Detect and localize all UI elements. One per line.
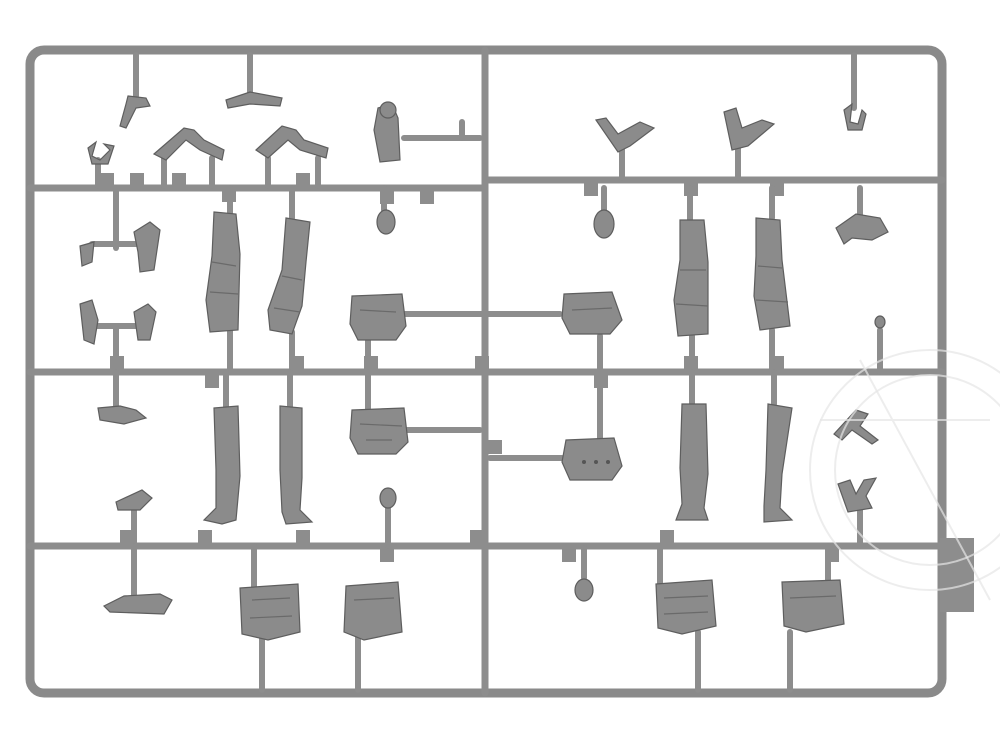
part-torso-lower-right-2 bbox=[487, 369, 623, 481]
part-head-2 bbox=[593, 185, 615, 239]
watermark-overlay bbox=[809, 349, 1000, 601]
part-leg-upper-right-2 bbox=[753, 185, 791, 375]
part-head-3 bbox=[379, 487, 397, 549]
part-hand-open-topright bbox=[843, 52, 867, 131]
part-hand-flat-right bbox=[835, 185, 889, 245]
part-hand-open-top bbox=[87, 140, 115, 189]
part-hand-row3-left bbox=[97, 369, 148, 425]
part-legs-pair-2 bbox=[255, 125, 329, 189]
part-arm-fist-left bbox=[79, 185, 161, 273]
part-legs-pair-1 bbox=[152, 127, 225, 189]
part-boot-right-2 bbox=[763, 369, 794, 523]
part-skirt-left-1 bbox=[239, 543, 301, 693]
part-hand-open-row3 bbox=[837, 477, 878, 549]
part-hand-bottom-left bbox=[102, 543, 173, 615]
part-skirt-right-1 bbox=[655, 543, 717, 693]
part-torso-lower-right-1 bbox=[561, 291, 623, 375]
part-boot-left-2 bbox=[279, 369, 314, 525]
part-torso-lower-left-1 bbox=[349, 293, 563, 375]
part-arm-bent-right-1 bbox=[594, 117, 656, 181]
part-hand-pair-left bbox=[79, 299, 157, 375]
part-head-4 bbox=[574, 545, 594, 602]
part-arm-right-small bbox=[225, 52, 283, 109]
part-torso-upper-1 bbox=[373, 101, 483, 163]
part-head-1 bbox=[376, 185, 396, 235]
part-leg-upper-left-2 bbox=[267, 185, 311, 375]
part-arm-bent-right-2 bbox=[723, 107, 776, 181]
part-torso-lower-left-2 bbox=[349, 369, 483, 455]
part-small-piece-right bbox=[874, 315, 886, 375]
part-boot-right-1 bbox=[675, 369, 709, 521]
part-skirt-left-2 bbox=[343, 581, 403, 693]
runner-tabs bbox=[100, 173, 974, 612]
part-arm-left-small bbox=[119, 52, 151, 129]
part-skirt-right-2 bbox=[781, 543, 845, 693]
part-cap-left bbox=[115, 489, 153, 549]
part-boot-left-1 bbox=[202, 369, 241, 525]
part-leg-upper-right-1 bbox=[673, 185, 709, 375]
part-arm-bent-row3 bbox=[833, 409, 880, 445]
part-leg-upper-left-1 bbox=[205, 185, 241, 375]
